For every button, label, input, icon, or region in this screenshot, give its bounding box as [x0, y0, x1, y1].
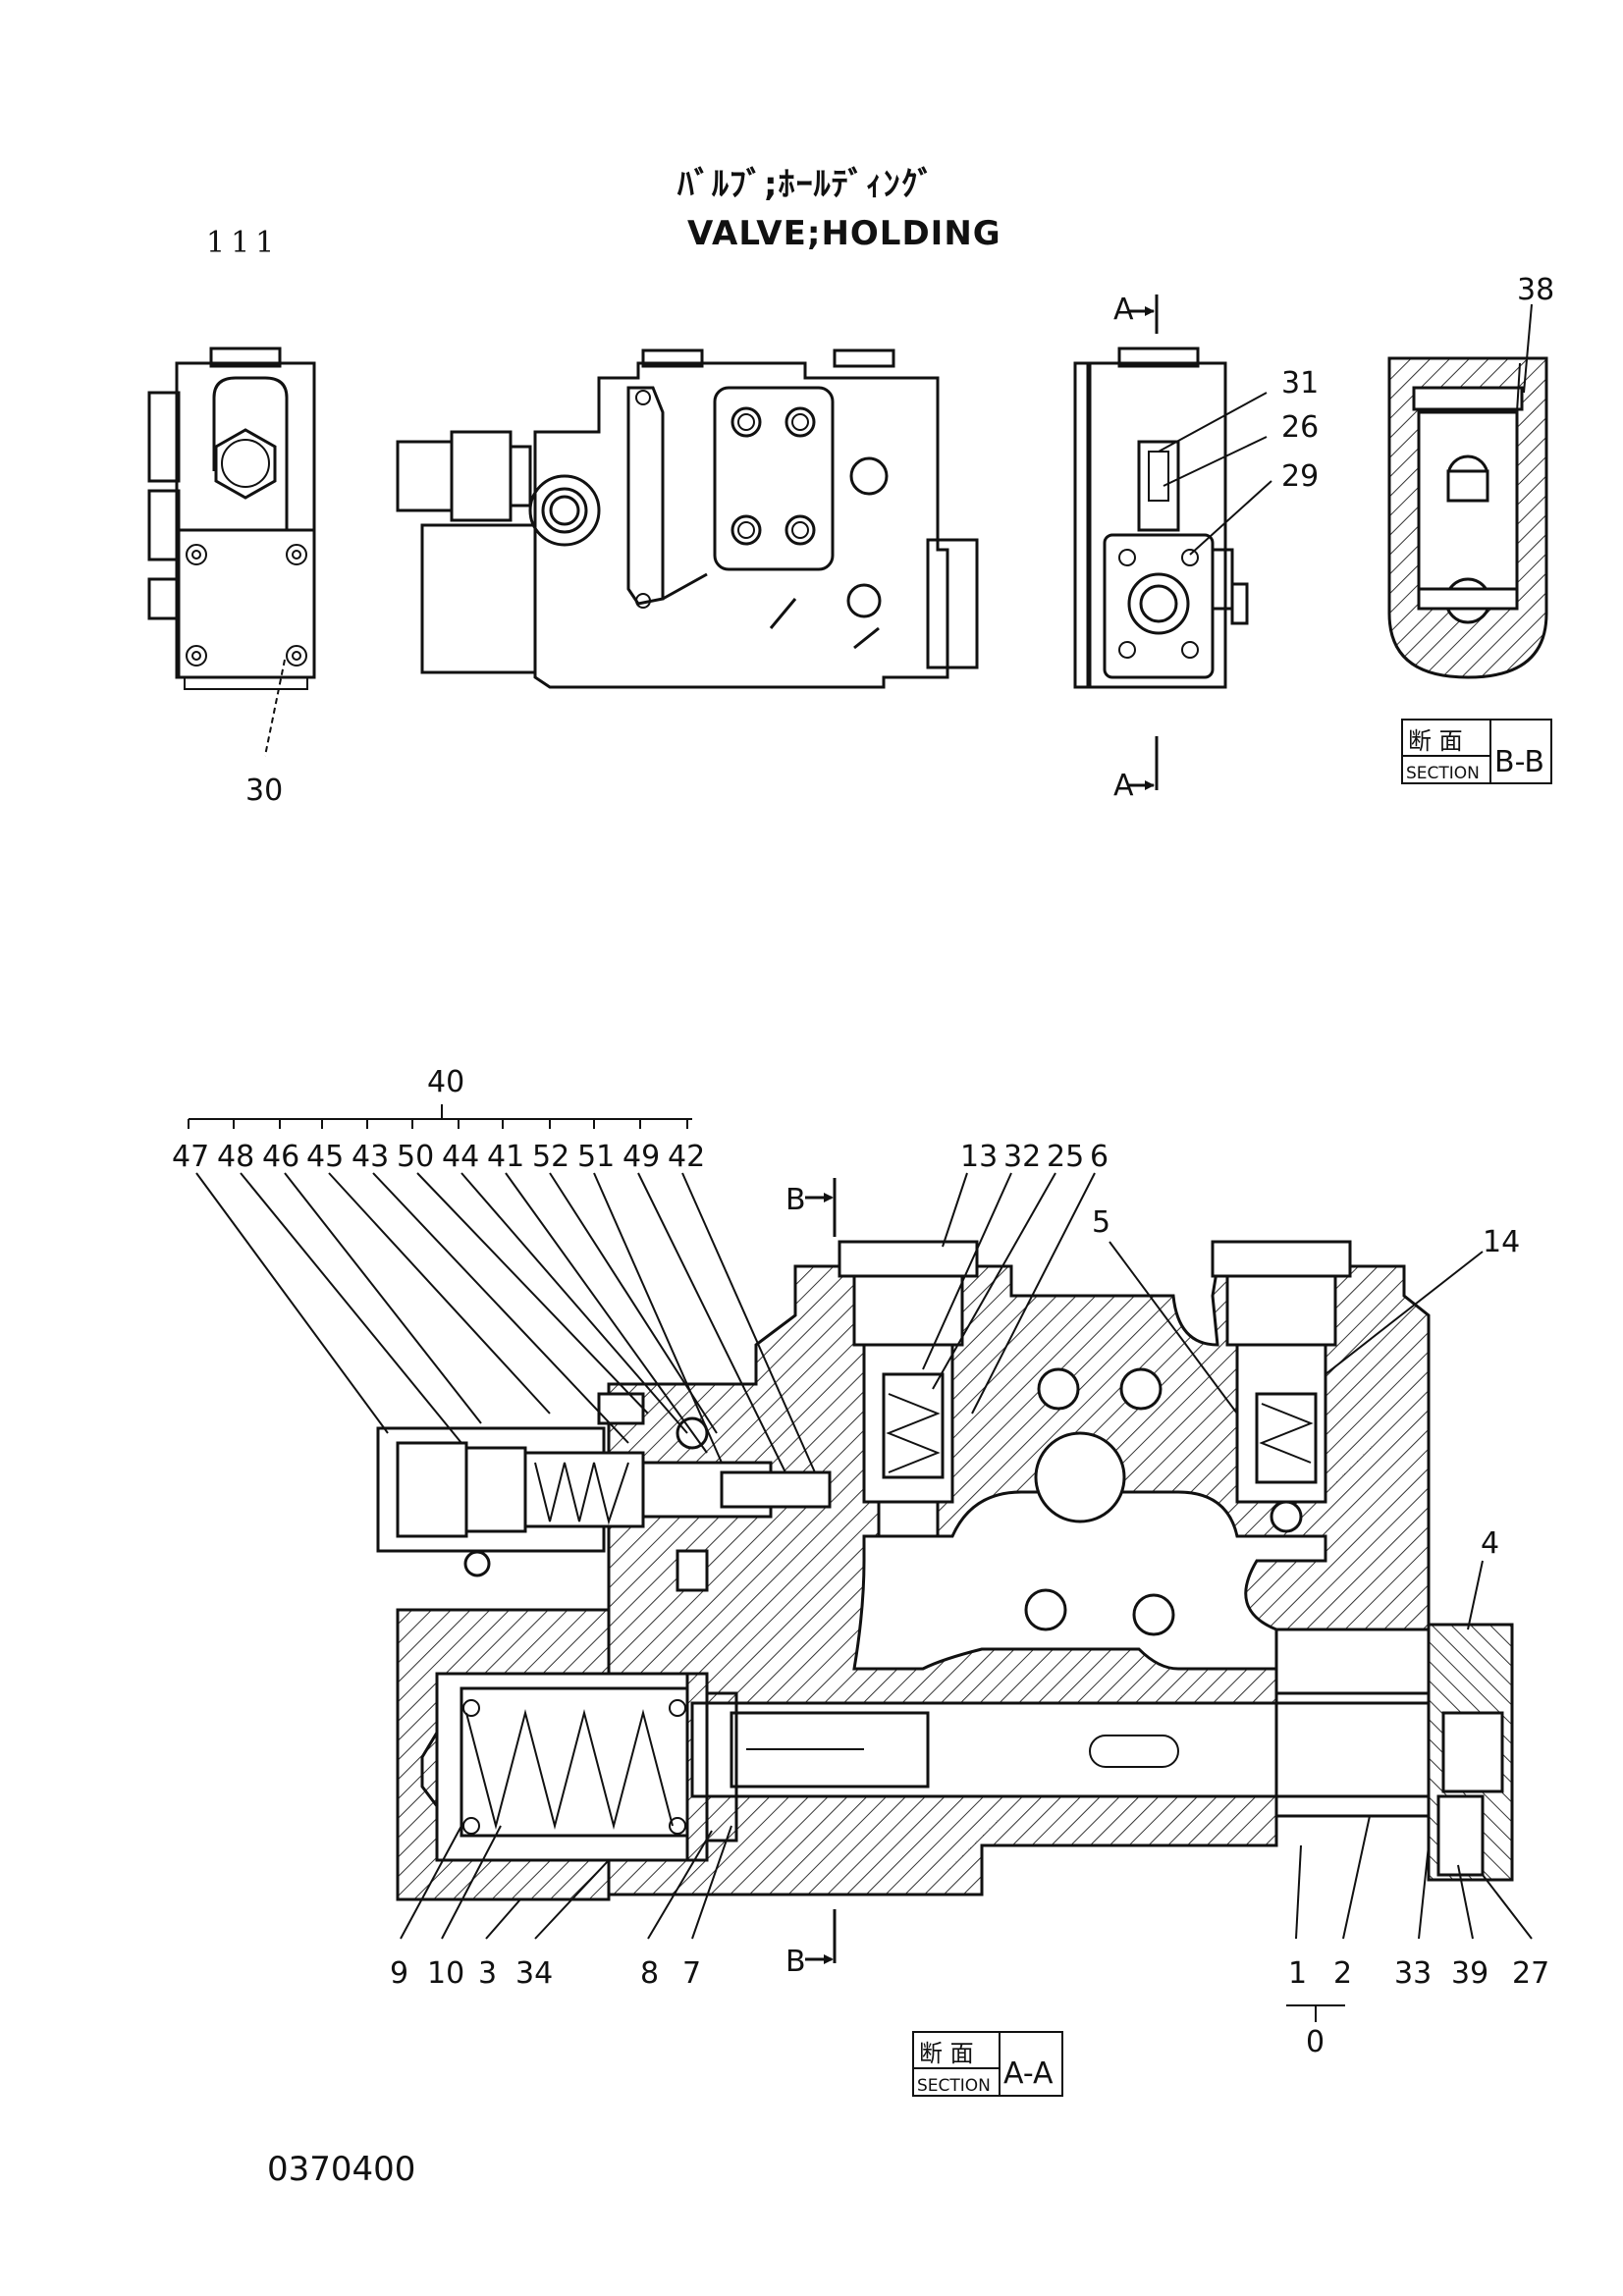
label-10: 10 — [427, 1956, 464, 1991]
label-45: 45 — [306, 1140, 344, 1174]
label-48: 48 — [217, 1140, 254, 1174]
label-14: 14 — [1483, 1225, 1520, 1259]
side-view — [1073, 294, 1272, 790]
section-aa-caption: 断 面 SECTION A-A — [912, 2031, 1063, 2097]
label-29: 29 — [1281, 459, 1319, 494]
bottom-part-leaders — [400, 1815, 1533, 2022]
page-number: 111 — [206, 226, 281, 260]
section-b-marker-top: B — [785, 1183, 806, 1217]
section-b-marker-bottom: B — [785, 1945, 806, 1979]
label-33: 33 — [1394, 1956, 1432, 1991]
section-a-marker-bottom: A — [1113, 769, 1134, 803]
section-bb-view — [1387, 303, 1548, 679]
front-view — [396, 348, 979, 689]
label-41: 41 — [487, 1140, 524, 1174]
section-bb-jp: 断 面 — [1408, 727, 1463, 755]
label-8: 8 — [640, 1956, 659, 1991]
label-4: 4 — [1481, 1526, 1499, 1561]
label-6: 6 — [1090, 1140, 1109, 1174]
label-7: 7 — [682, 1956, 701, 1991]
label-47: 47 — [172, 1140, 209, 1174]
section-bb-caption: 断 面 SECTION B-B — [1401, 719, 1552, 784]
label-13: 13 — [960, 1140, 998, 1174]
group-leaders — [195, 1172, 816, 1473]
section-aa-view — [376, 1178, 1514, 1964]
drawing-number: 0370400 — [267, 2150, 416, 2189]
label-0: 0 — [1306, 2025, 1325, 2059]
section-aa-jp: 断 面 — [919, 2040, 974, 2067]
label-38: 38 — [1517, 273, 1554, 307]
section-a-marker-top: A — [1113, 293, 1134, 327]
label-32: 32 — [1003, 1140, 1041, 1174]
label-44: 44 — [442, 1140, 479, 1174]
label-5: 5 — [1092, 1205, 1110, 1240]
label-39: 39 — [1451, 1956, 1488, 1991]
label-25: 25 — [1047, 1140, 1084, 1174]
label-27: 27 — [1512, 1956, 1549, 1991]
section-bb-en: SECTION — [1406, 764, 1480, 783]
title-japanese: ﾊﾞﾙﾌﾞ;ﾎｰﾙﾃﾞｨﾝｸﾞ — [677, 165, 936, 204]
label-1: 1 — [1288, 1956, 1307, 1991]
section-aa-id: A-A — [1003, 2056, 1054, 2091]
section-aa-en: SECTION — [917, 2076, 991, 2096]
label-43: 43 — [352, 1140, 389, 1174]
label-30: 30 — [245, 774, 283, 808]
label-3: 3 — [478, 1956, 497, 1991]
label-50: 50 — [397, 1140, 434, 1174]
group-bracket-40 — [188, 1104, 692, 1129]
label-26: 26 — [1281, 410, 1319, 445]
label-52: 52 — [532, 1140, 569, 1174]
label-40: 40 — [427, 1065, 464, 1099]
label-51: 51 — [577, 1140, 615, 1174]
label-46: 46 — [262, 1140, 299, 1174]
label-2: 2 — [1333, 1956, 1352, 1991]
title-english: VALVE;HOLDING — [687, 214, 1001, 253]
label-9: 9 — [390, 1956, 408, 1991]
section-bb-id: B-B — [1494, 745, 1544, 779]
end-view-left — [147, 347, 316, 757]
top-part-leaders — [922, 1172, 1484, 1630]
label-42: 42 — [668, 1140, 705, 1174]
label-31: 31 — [1281, 366, 1319, 400]
label-49: 49 — [622, 1140, 660, 1174]
label-34: 34 — [515, 1956, 553, 1991]
